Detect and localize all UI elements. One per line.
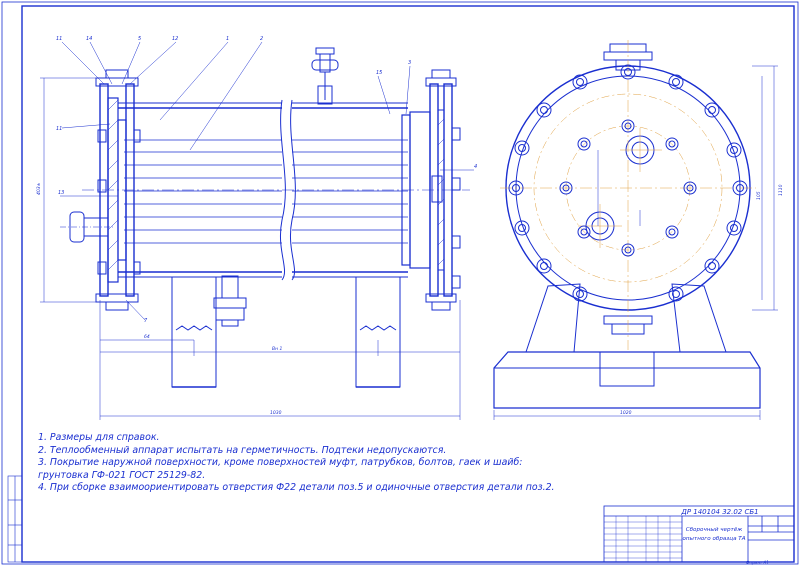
dimension-support-spacing: Вн 1 bbox=[272, 346, 282, 352]
left-binding-strip bbox=[7, 475, 23, 563]
note-line: 2. Теплообменный аппарат испытать на гер… bbox=[38, 444, 447, 456]
note-line: 1. Размеры для справок. bbox=[38, 432, 160, 443]
dimension-end-width: 1020 bbox=[620, 410, 632, 416]
dimension-end-height-inner: 105 bbox=[756, 191, 762, 200]
front-view-position-labels: 11 14 5 12 1 2 3 15 11 13 4 7 bbox=[56, 36, 477, 324]
technical-notes: 1. Размеры для справок. 2. Теплообменный… bbox=[38, 432, 598, 495]
position-label: 12 bbox=[172, 36, 178, 42]
position-label: 3 bbox=[408, 60, 411, 66]
position-label: 15 bbox=[376, 70, 382, 76]
side-view-dimensions bbox=[493, 65, 778, 420]
inner-frame bbox=[21, 5, 795, 563]
position-label: 1 bbox=[226, 36, 229, 42]
format-label: Формат А1 bbox=[746, 560, 769, 565]
position-label: 2 bbox=[260, 36, 263, 42]
dimension-left-offset: 64 bbox=[144, 334, 150, 340]
position-label: 4 bbox=[474, 164, 477, 170]
note-line: 3. Покрытие наружной поверхности, кроме … bbox=[38, 457, 523, 469]
position-label: 11 bbox=[56, 126, 62, 132]
drawing-code: ДР 140104 32.02 СБ1 bbox=[680, 508, 758, 516]
front-view bbox=[60, 47, 470, 388]
dimension-height: 403± bbox=[36, 182, 42, 195]
position-label: 13 bbox=[58, 190, 64, 196]
side-view-bolts bbox=[508, 64, 748, 302]
title-block-text: ДР 140104 32.02 СБ1 Сборочный чертёж опы… bbox=[680, 508, 768, 565]
side-view bbox=[493, 40, 761, 409]
drawing-title-line2: опытного образца ТА bbox=[682, 536, 745, 542]
side-view-dimension-values: 1020 1110 105 bbox=[620, 184, 784, 416]
position-label: 5 bbox=[138, 36, 141, 42]
note-line: 4. При сборке взаимоориентировать отверс… bbox=[38, 482, 555, 494]
dimension-end-height-outer: 1110 bbox=[778, 184, 784, 196]
drawing-title-line1: Сборочный чертёж bbox=[686, 527, 743, 533]
note-line: грунтовка ГФ-021 ГОСТ 25129-82. bbox=[38, 469, 206, 481]
front-view-dimension-values: 1030 Вн 1 64 403± bbox=[36, 182, 282, 416]
position-label: 14 bbox=[86, 36, 92, 42]
front-view-dimensions bbox=[40, 41, 474, 420]
dimension-overall-length: 1030 bbox=[270, 410, 282, 416]
position-label: 7 bbox=[144, 318, 148, 324]
title-block bbox=[603, 505, 795, 563]
position-label: 11 bbox=[56, 36, 62, 42]
